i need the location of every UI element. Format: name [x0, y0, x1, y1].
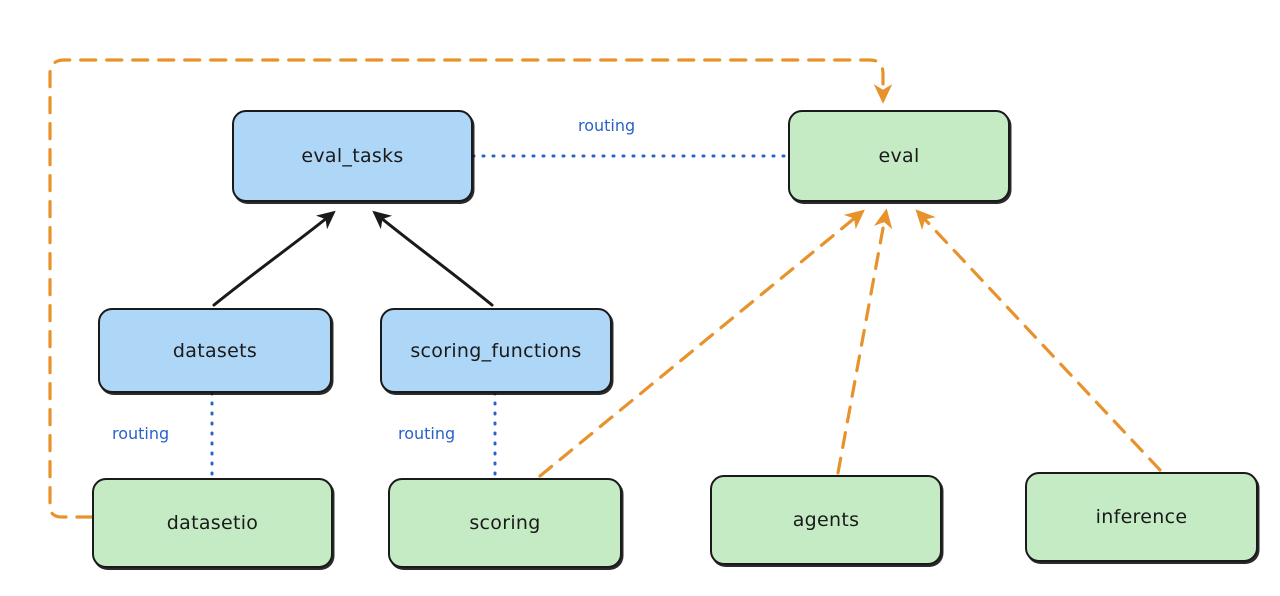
- node-label-scoring: scoring: [469, 512, 541, 534]
- edge-label-routing-eval-tasks-eval: routing: [578, 116, 636, 135]
- node-scoring[interactable]: scoring: [388, 478, 622, 568]
- edge-inference-to-eval: [915, 209, 1162, 472]
- node-label-eval: eval: [878, 145, 920, 167]
- edge-label-routing-datasets-datasetio: routing: [112, 424, 170, 443]
- edge-scoring-functions-to-eval-tasks: [372, 210, 494, 307]
- node-label-datasetio: datasetio: [166, 512, 259, 534]
- node-datasetio[interactable]: datasetio: [92, 478, 333, 568]
- node-label-eval-tasks: eval_tasks: [301, 145, 404, 167]
- node-agents[interactable]: agents: [710, 475, 942, 565]
- node-label-agents: agents: [792, 509, 860, 531]
- node-inference[interactable]: inference: [1025, 472, 1258, 562]
- edge-agents-to-eval: [836, 208, 893, 475]
- node-label-inference: inference: [1095, 506, 1188, 528]
- edge-label-routing-scoring-functions-scoring: routing: [398, 424, 456, 443]
- node-eval[interactable]: eval: [788, 110, 1010, 202]
- edge-scoring-to-eval: [538, 209, 865, 478]
- node-label-datasets: datasets: [172, 339, 258, 362]
- node-label-scoring-functions: scoring_functions: [410, 339, 582, 362]
- node-eval-tasks[interactable]: eval_tasks: [232, 110, 473, 202]
- edge-datasets-to-eval-tasks: [212, 210, 336, 307]
- node-datasets[interactable]: datasets: [98, 308, 332, 393]
- node-scoring-functions[interactable]: scoring_functions: [380, 308, 612, 393]
- edge-datasetio-to-eval: [48, 58, 893, 519]
